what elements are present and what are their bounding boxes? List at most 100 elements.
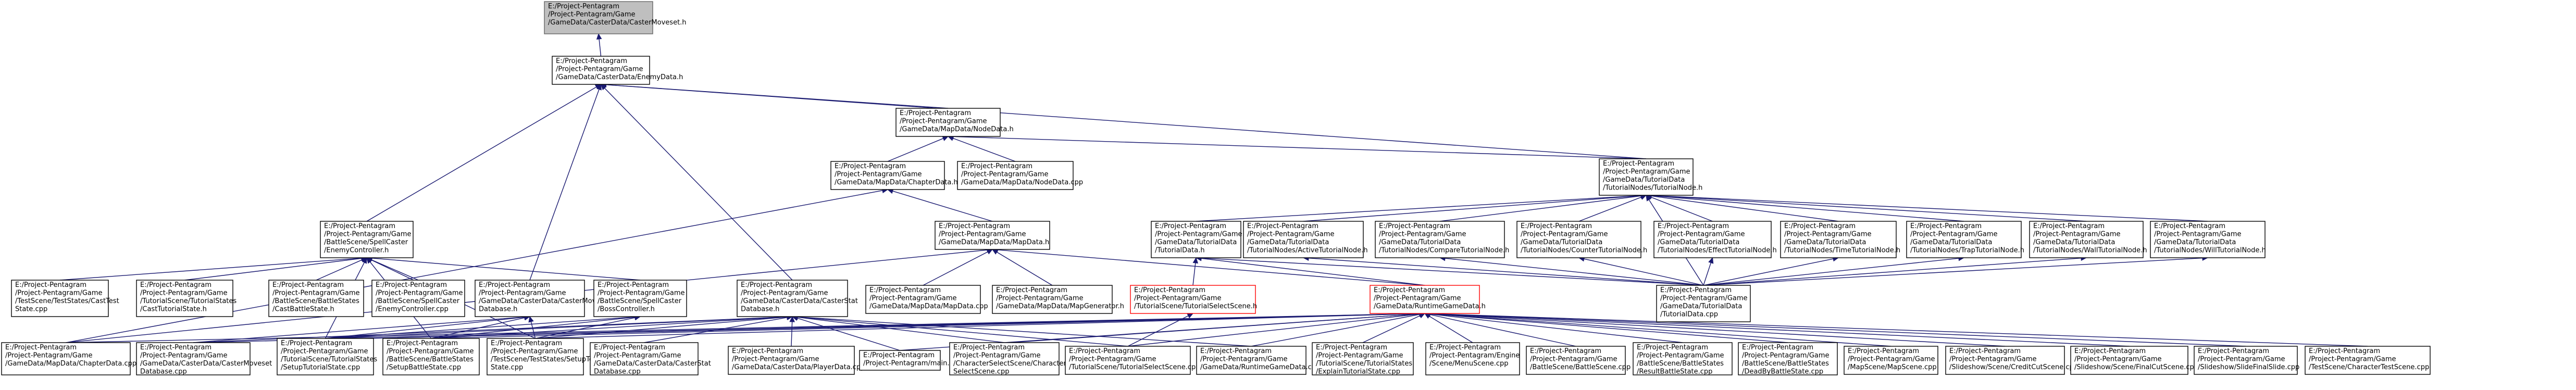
node-setupbattlestate_cpp[interactable]: E:/Project-Pentagram/Project-Pentagram/G… <box>382 338 480 375</box>
node-setuptest_cpp[interactable]: E:/Project-Pentagram/Project-Pentagram/G… <box>487 338 600 375</box>
node-box[interactable] <box>737 280 848 317</box>
node-box[interactable] <box>475 280 585 317</box>
node-mapdata_cpp[interactable]: E:/Project-Pentagram/Project-Pentagram/G… <box>865 285 988 314</box>
node-box[interactable] <box>2150 221 2266 258</box>
node-nodedata_cpp[interactable]: E:/Project-Pentagram/Project-Pentagram/G… <box>957 161 1083 190</box>
node-box[interactable] <box>728 346 855 375</box>
node-box[interactable] <box>1243 221 1364 258</box>
node-box[interactable] <box>593 280 687 317</box>
node-box[interactable] <box>382 338 480 375</box>
node-mapscene_cpp[interactable]: E:/Project-Pentagram/Project-Pentagram/G… <box>1844 346 1938 375</box>
node-box[interactable] <box>949 342 1060 375</box>
node-castermoveset_db_cpp[interactable]: E:/Project-Pentagram/Project-Pentagram/G… <box>136 342 272 376</box>
node-box[interactable] <box>1516 221 1641 258</box>
node-tutorialselectscene_cpp[interactable]: E:/Project-Pentagram/Project-Pentagram/G… <box>1065 346 1200 375</box>
node-timetutorialnode_h[interactable]: E:/Project-Pentagram/Project-Pentagram/G… <box>1780 221 1900 258</box>
node-testscene_cpp[interactable]: E:/Project-Pentagram/Project-Pentagram/G… <box>2305 346 2431 375</box>
node-playerdata_cpp[interactable]: E:/Project-Pentagram/Project-Pentagram/G… <box>728 346 865 375</box>
node-tutorialnode_h[interactable]: E:/Project-Pentagram/Project-Pentagram/G… <box>1599 158 1702 196</box>
node-box[interactable] <box>1375 221 1505 258</box>
node-tutorialdata_h[interactable]: E:/Project-Pentagram/Project-Pentagram/G… <box>1151 221 1242 258</box>
node-box[interactable] <box>552 56 650 85</box>
node-casterstatdb_cpp[interactable]: E:/Project-Pentagram/Project-Pentagram/G… <box>590 342 711 376</box>
node-box[interactable] <box>544 1 653 34</box>
node-enemydata_h[interactable]: E:/Project-Pentagram/Project-Pentagram/G… <box>552 56 683 85</box>
node-box[interactable] <box>2194 346 2298 375</box>
node-activetutorialnode_h[interactable]: E:/Project-Pentagram/Project-Pentagram/G… <box>1243 221 1368 258</box>
node-creditcutscene_cpp[interactable]: E:/Project-Pentagram/Project-Pentagram/G… <box>1945 346 2078 375</box>
node-box[interactable] <box>1780 221 1897 258</box>
node-box[interactable] <box>1370 285 1480 314</box>
node-countertutorialnode_h[interactable]: E:/Project-Pentagram/Project-Pentagram/G… <box>1516 221 1647 258</box>
node-chapterdata_h[interactable]: E:/Project-Pentagram/Project-Pentagram/G… <box>830 161 958 190</box>
node-box[interactable] <box>1151 221 1241 258</box>
node-castbattlestate_h[interactable]: E:/Project-Pentagram/Project-Pentagram/G… <box>268 280 364 317</box>
node-box[interactable] <box>1844 346 1938 375</box>
node-main_cpp[interactable]: E:/Project-Pentagram/Project-Pentagram/m… <box>859 350 962 371</box>
node-mapdata_nodedata_h[interactable]: E:/Project-Pentagram/Project-Pentagram/G… <box>895 108 1014 137</box>
node-runtimegamedata_cpp[interactable]: E:/Project-Pentagram/Project-Pentagram/G… <box>1196 346 1320 375</box>
node-mapdata_h[interactable]: E:/Project-Pentagram/Project-Pentagram/G… <box>935 221 1050 250</box>
node-box[interactable] <box>957 161 1074 190</box>
node-box[interactable] <box>1065 346 1191 375</box>
node-comparetutorialnode_h[interactable]: E:/Project-Pentagram/Project-Pentagram/G… <box>1375 221 1509 258</box>
node-slidefinalslide_cpp[interactable]: E:/Project-Pentagram/Project-Pentagram/G… <box>2194 346 2299 375</box>
node-tutorialdata_cpp[interactable]: E:/Project-Pentagram/Project-Pentagram/G… <box>1656 285 1751 322</box>
node-box[interactable] <box>992 285 1113 314</box>
node-traptutorialnode_h[interactable]: E:/Project-Pentagram/Project-Pentagram/G… <box>1906 221 2024 258</box>
node-box[interactable] <box>1312 342 1414 375</box>
node-casttutorialstate_h[interactable]: E:/Project-Pentagram/Project-Pentagram/G… <box>136 280 237 317</box>
node-mapgenerator_h[interactable]: E:/Project-Pentagram/Project-Pentagram/G… <box>992 285 1124 314</box>
node-box[interactable] <box>1656 285 1751 322</box>
node-box[interactable] <box>590 342 699 375</box>
node-box[interactable] <box>2029 221 2144 258</box>
node-box[interactable] <box>487 338 584 375</box>
node-box[interactable] <box>935 221 1050 250</box>
node-box[interactable] <box>277 338 374 375</box>
node-box[interactable] <box>2070 346 2188 375</box>
node-chapterdata_cpp[interactable]: E:/Project-Pentagram/Project-Pentagram/G… <box>1 342 136 375</box>
node-box[interactable] <box>859 350 941 371</box>
node-box[interactable] <box>1738 342 1838 375</box>
node-willtutorialnode_h[interactable]: E:/Project-Pentagram/Project-Pentagram/G… <box>2150 221 2266 258</box>
node-characterselectscene_cpp[interactable]: E:/Project-Pentagram/Project-Pentagram/G… <box>949 342 1067 376</box>
node-setuptutorialstate_cpp[interactable]: E:/Project-Pentagram/Project-Pentagram/G… <box>277 338 377 375</box>
node-box[interactable] <box>1 342 131 375</box>
node-bosscontroller_h[interactable]: E:/Project-Pentagram/Project-Pentagram/G… <box>593 280 687 317</box>
node-box[interactable] <box>268 280 364 317</box>
node-box[interactable] <box>1130 285 1256 314</box>
node-enemycontroller_cpp[interactable]: E:/Project-Pentagram/Project-Pentagram/G… <box>371 280 465 317</box>
node-casterstatdb_h[interactable]: E:/Project-Pentagram/Project-Pentagram/G… <box>737 280 858 317</box>
node-box[interactable] <box>2305 346 2431 375</box>
node-box[interactable] <box>830 161 945 190</box>
node-runtimegamedata_h[interactable]: E:/Project-Pentagram/Project-Pentagram/G… <box>1370 285 1486 314</box>
node-box[interactable] <box>136 342 251 375</box>
node-castermoveset_db_h[interactable]: E:/Project-Pentagram/Project-Pentagram/G… <box>475 280 611 317</box>
node-finalcutscene_cpp[interactable]: E:/Project-Pentagram/Project-Pentagram/G… <box>2070 346 2198 375</box>
node-deadbybattlestate_cpp[interactable]: E:/Project-Pentagram/Project-Pentagram/G… <box>1738 342 1838 376</box>
node-effecttutorialnode_h[interactable]: E:/Project-Pentagram/Project-Pentagram/G… <box>1653 221 1777 258</box>
node-box[interactable] <box>895 108 1001 137</box>
node-box[interactable] <box>1425 342 1520 375</box>
node-casttest_cpp[interactable]: E:/Project-Pentagram/Project-Pentagram/G… <box>11 280 119 317</box>
node-box[interactable] <box>1945 346 2065 375</box>
node-box[interactable] <box>136 280 233 317</box>
node-resultbattlestate_cpp[interactable]: E:/Project-Pentagram/Project-Pentagram/G… <box>1633 342 1733 376</box>
node-box[interactable] <box>320 221 414 258</box>
node-box[interactable] <box>1906 221 2022 258</box>
node-box[interactable] <box>1633 342 1733 375</box>
node-box[interactable] <box>371 280 465 317</box>
node-walltutorialnode_h[interactable]: E:/Project-Pentagram/Project-Pentagram/G… <box>2029 221 2147 258</box>
node-menuscene_cpp[interactable]: E:/Project-Pentagram/Project-Pentagram/E… <box>1425 342 1520 375</box>
node-box[interactable] <box>865 285 981 314</box>
node-box[interactable] <box>1196 346 1306 375</box>
node-enemycontroller_h[interactable]: E:/Project-Pentagram/Project-Pentagram/G… <box>320 221 414 258</box>
node-box[interactable] <box>1599 158 1694 196</box>
node-tutorialselectscene_h[interactable]: E:/Project-Pentagram/Project-Pentagram/G… <box>1130 285 1257 314</box>
node-box[interactable] <box>1526 346 1626 375</box>
node-box[interactable] <box>1653 221 1772 258</box>
node-box[interactable] <box>11 280 109 317</box>
node-battlescene_cpp[interactable]: E:/Project-Pentagram/Project-Pentagram/G… <box>1526 346 1631 375</box>
node-explaintutorialstate_cpp[interactable]: E:/Project-Pentagram/Project-Pentagram/G… <box>1312 342 1414 376</box>
node-castermoveset_h[interactable]: E:/Project-Pentagram/Project-Pentagram/G… <box>544 1 687 34</box>
